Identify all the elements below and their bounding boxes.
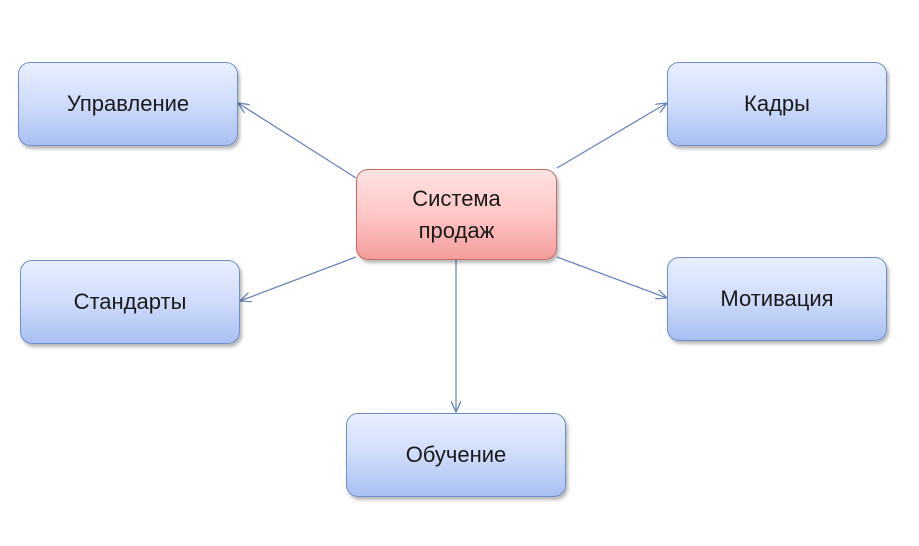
node-kadry: Кадры <box>667 62 887 146</box>
node-standarty: Стандарты <box>20 260 240 344</box>
arrow-to-standarty <box>240 256 357 301</box>
node-motivaciya: Мотивация <box>667 257 887 341</box>
arrow-to-upravlenie <box>238 103 357 179</box>
node-sistema-prodazh: Система продаж <box>356 169 557 260</box>
node-upravlenie: Управление <box>18 62 238 146</box>
node-obuchenie: Обучение <box>346 413 566 497</box>
arrow-to-kadry <box>556 103 667 169</box>
arrow-to-motivaciya <box>556 256 667 298</box>
